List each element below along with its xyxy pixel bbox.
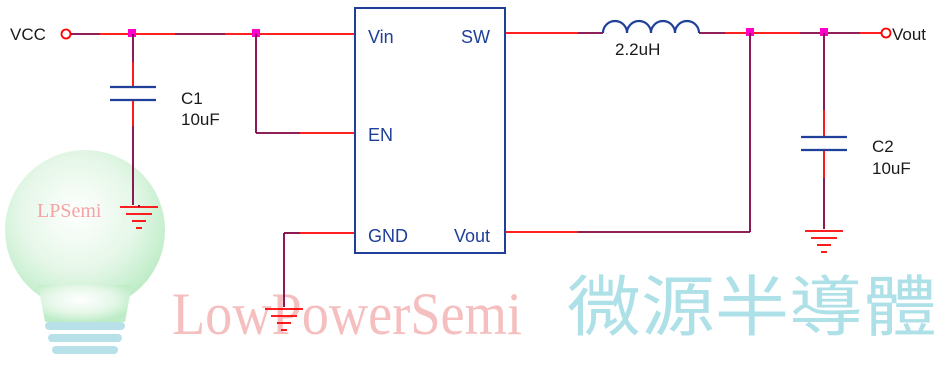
junction-dot xyxy=(746,28,754,36)
c1-name-label: C1 xyxy=(181,89,203,108)
wire-gnd xyxy=(283,232,355,307)
watermark-brand-cn: 微源半導體 xyxy=(567,269,937,346)
ground-icon xyxy=(265,308,303,331)
pin-vout-label: Vout xyxy=(454,226,490,246)
lightbulb-icon xyxy=(5,150,165,354)
inductor-value-label: 2.2uH xyxy=(615,40,660,59)
wire-feedback xyxy=(505,33,751,233)
pin-sw-label: SW xyxy=(461,27,490,47)
c2-name-label: C2 xyxy=(872,137,894,156)
capacitor-c1 xyxy=(110,34,156,205)
vout-terminal-icon xyxy=(880,27,892,39)
vout-terminal-label: Vout xyxy=(892,25,926,44)
pin-en-label: EN xyxy=(368,125,393,145)
vcc-label: VCC xyxy=(10,25,46,44)
c2-value-label: 10uF xyxy=(872,159,911,178)
watermark-brand-en: LowPowerSemi xyxy=(172,281,522,347)
pin-gnd-label: GND xyxy=(368,226,408,246)
ground-icon xyxy=(805,230,843,253)
junction-dot xyxy=(820,28,828,36)
regulator-ic xyxy=(354,7,506,254)
capacitor-c2 xyxy=(801,33,847,229)
inductor-l1 xyxy=(601,19,701,34)
watermark-bulb-text: LPSemi xyxy=(37,200,102,222)
wire-en xyxy=(255,34,355,134)
vcc-terminal-icon xyxy=(60,28,72,40)
watermark: LPSemi LowPowerSemi 微源半導體 xyxy=(5,150,937,354)
c1-value-label: 10uF xyxy=(181,110,220,129)
ground-icon xyxy=(120,205,158,229)
pin-vin-label: Vin xyxy=(368,27,394,47)
junction-dot xyxy=(128,29,136,37)
junction-dot xyxy=(252,29,260,37)
